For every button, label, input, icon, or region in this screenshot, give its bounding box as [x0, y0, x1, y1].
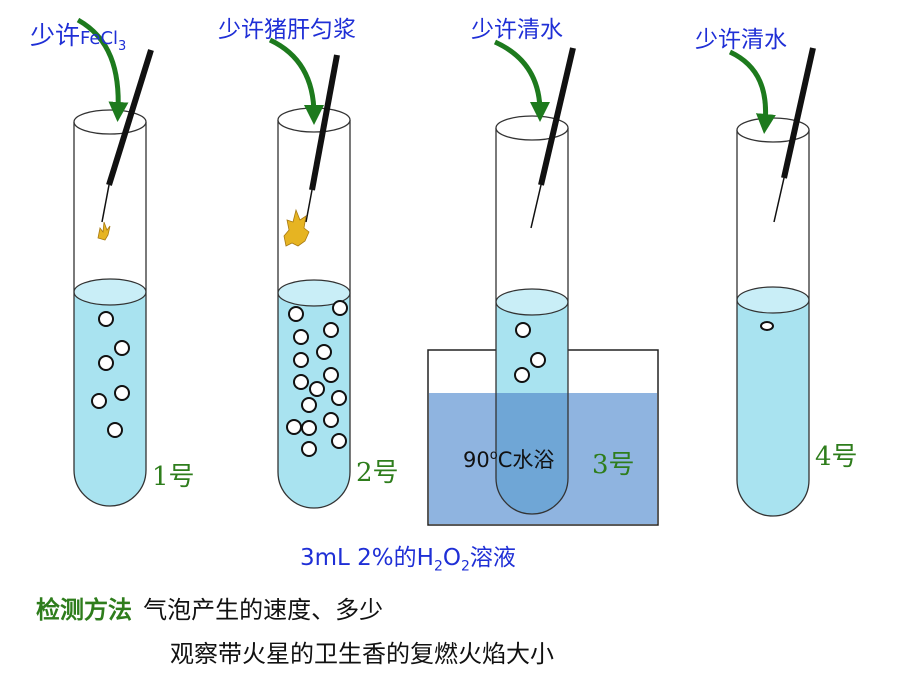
- bubble: [286, 419, 302, 435]
- bubble: [98, 355, 114, 371]
- tube-4-glass: [736, 130, 810, 517]
- bubble: [514, 367, 530, 383]
- reagent-label-1: 少许FeCl3: [30, 16, 126, 54]
- method-line-1: 检测方法 气泡产生的速度、多少: [36, 590, 383, 625]
- dropper-2: [305, 54, 340, 223]
- water-bath-label: 90oC水浴: [463, 444, 554, 474]
- test-tube-2: [277, 107, 351, 509]
- bubble: [515, 322, 531, 338]
- arrow-1: [76, 17, 129, 122]
- arrow-2: [268, 37, 324, 125]
- tube-number-2: 2号: [356, 458, 399, 488]
- test-tube-1: [73, 109, 147, 507]
- test-tube-3: [495, 115, 569, 515]
- method-criterion-2: 观察带火星的卫生香的复燃火焰大小: [170, 640, 554, 668]
- bubble: [301, 441, 317, 457]
- dropper-3: [530, 47, 576, 229]
- bubble: [91, 393, 107, 409]
- bubble: [760, 321, 774, 331]
- tube-3-glass: [495, 128, 569, 515]
- reagent-label-1-subscript: 3: [118, 39, 127, 54]
- solution-sub-2: 2: [460, 558, 470, 575]
- bubble: [323, 322, 339, 338]
- bubble: [331, 433, 347, 449]
- water-bath-temp: 90: [463, 448, 490, 472]
- bubble: [114, 340, 130, 356]
- bubble: [293, 374, 309, 390]
- method-criterion-1: 气泡产生的速度、多少: [143, 596, 384, 624]
- reagent-label-1-formula: FeCl: [80, 28, 119, 49]
- bubble: [301, 397, 317, 413]
- method-heading: 检测方法: [36, 595, 132, 624]
- bubble: [301, 420, 317, 436]
- liver-paste: [283, 208, 310, 247]
- reagent-label-3: 少许清水: [471, 17, 563, 43]
- test-tube-4: [736, 117, 810, 517]
- solution-suffix: 溶液: [469, 545, 516, 571]
- dropper-1: [101, 49, 154, 223]
- tube-1-liquid-surface: [73, 278, 147, 306]
- tube-number-3: 3号: [592, 450, 635, 480]
- tube-1-glass: [73, 122, 147, 507]
- arrow-4: [728, 49, 776, 134]
- bubble: [293, 352, 309, 368]
- arrow-3: [493, 39, 550, 122]
- bubble: [114, 385, 130, 401]
- solution-label: 3mL 2%的H2O2溶液: [300, 538, 516, 575]
- solution-amount: 3mL 2%的H: [300, 545, 434, 571]
- bubble: [530, 352, 546, 368]
- reagent-label-2: 少许猪肝匀浆: [218, 17, 356, 43]
- reagent-label-4: 少许清水: [695, 27, 787, 53]
- tube-1-mouth: [73, 109, 147, 135]
- solution-sub-1: 2: [433, 558, 443, 575]
- bubble: [288, 306, 304, 322]
- tube-3-liquid-submerged: [496, 393, 568, 514]
- water-bath-text: C水浴: [497, 448, 555, 472]
- bubble: [332, 300, 348, 316]
- tube-number-4: 4号: [815, 442, 858, 472]
- bubble: [331, 390, 347, 406]
- solution-oxygen: O: [442, 545, 461, 571]
- tube-3-liquid-surface: [495, 288, 569, 316]
- bubble: [323, 367, 339, 383]
- tube-4-liquid: [737, 300, 809, 516]
- bubble: [98, 311, 114, 327]
- tube-number-1: 1号: [152, 462, 195, 492]
- fecl3-drop: [97, 221, 111, 241]
- bubble: [293, 329, 309, 345]
- tube-2-glass: [277, 120, 351, 509]
- bubble: [316, 344, 332, 360]
- dropper-4: [773, 47, 816, 223]
- bubble: [323, 412, 339, 428]
- water-bath-degree: o: [489, 448, 498, 463]
- reagent-label-1-prefix: 少许: [30, 21, 81, 50]
- tube-4-liquid-surface: [736, 286, 810, 314]
- bubble: [309, 381, 325, 397]
- bubble: [107, 422, 123, 438]
